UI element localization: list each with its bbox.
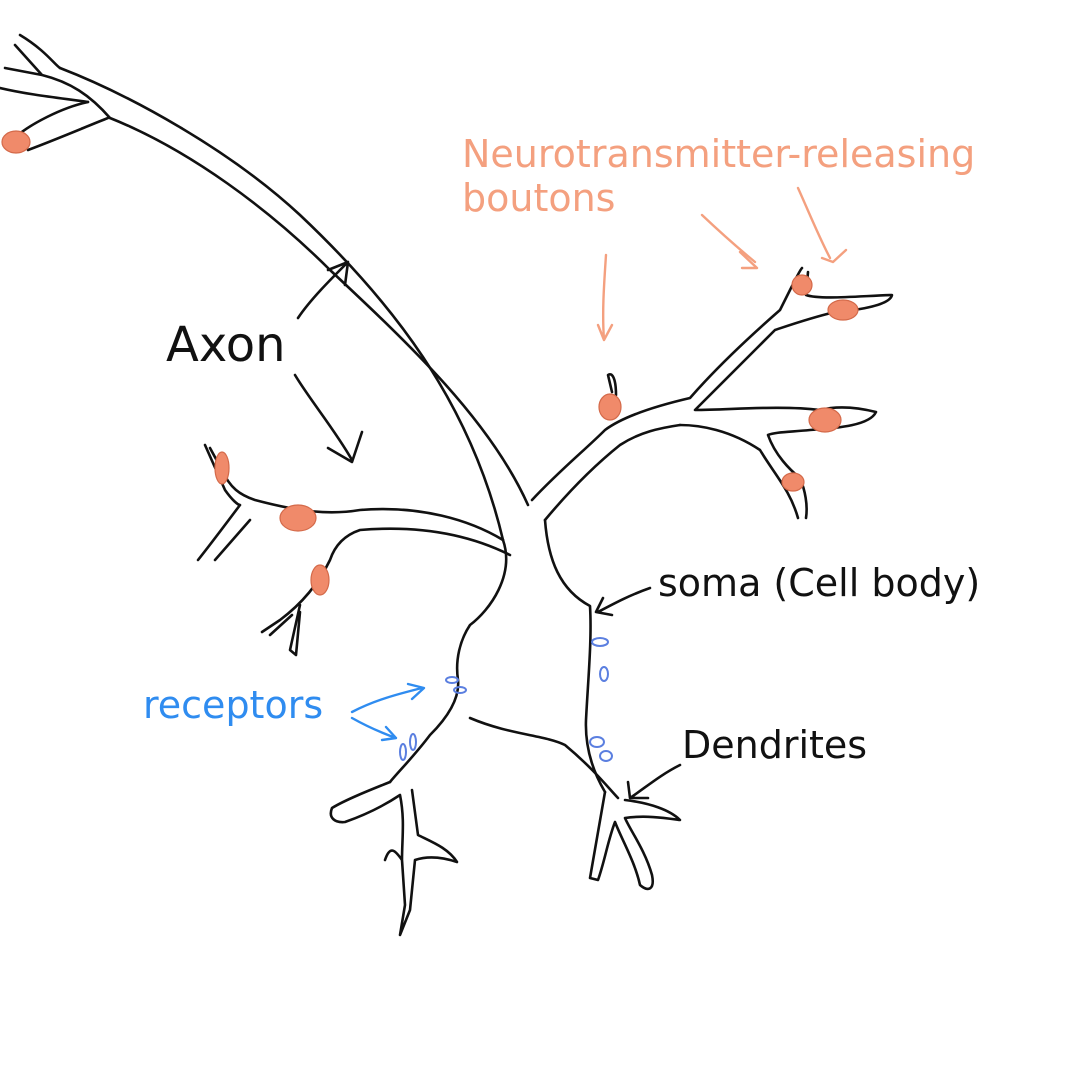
- receptor-mark: [599, 666, 609, 682]
- boutons-label-line2: boutons: [462, 175, 616, 220]
- right-branch: [530, 266, 894, 520]
- bouton-right-middle: [808, 407, 842, 433]
- soma-label: soma (Cell body): [658, 561, 981, 605]
- bouton-left-tip: [214, 451, 230, 485]
- axon-trunk: [58, 66, 505, 542]
- boutons: [1, 130, 859, 596]
- receptors-label: receptors: [143, 683, 324, 727]
- receptor-arrow-upper: [350, 682, 426, 714]
- bouton-left-mid: [279, 504, 317, 532]
- receptor-mark: [399, 743, 407, 761]
- left-collateral: [196, 443, 505, 562]
- bouton-arrow-middle: [700, 213, 759, 270]
- bouton-right-base: [598, 393, 622, 421]
- receptor-arrows: [350, 682, 426, 742]
- bouton-axon-tip: [1, 130, 31, 154]
- receptor-mark: [453, 686, 467, 694]
- bouton-arrows: [596, 186, 848, 342]
- receptor-mark: [589, 736, 605, 748]
- axon-arrow-up: [296, 260, 350, 320]
- soma-arrow: [594, 586, 652, 617]
- right-branch-inner: [543, 373, 682, 522]
- bouton-arrow-right: [796, 186, 848, 264]
- soma-left: [388, 538, 508, 784]
- receptor-mark: [445, 676, 459, 684]
- dendrites-arrow: [626, 763, 682, 800]
- receptor-mark: [409, 733, 417, 751]
- receptor-mark: [599, 750, 613, 762]
- boutons-label: Neurotransmitter-releasing boutons: [462, 132, 976, 220]
- dendrites-label: Dendrites: [682, 723, 868, 767]
- soma-right: [543, 518, 607, 794]
- boutons-label-line1: Neurotransmitter-releasing: [462, 132, 976, 176]
- left-collateral-lower: [213, 518, 512, 657]
- soma-bottom: [468, 716, 620, 800]
- receptors: [399, 637, 613, 762]
- axon-tip-branch: [0, 33, 112, 120]
- bouton-right-top: [791, 274, 813, 296]
- axon-arrows: [293, 260, 364, 464]
- bouton-left-lower: [310, 564, 330, 596]
- bouton-right-lower: [781, 472, 805, 492]
- bouton-right-upper: [827, 299, 859, 321]
- axon-label: Axon: [166, 317, 286, 373]
- left-dendrite: [329, 780, 459, 937]
- bouton-arrow-left: [596, 253, 614, 342]
- right-dendrite: [588, 790, 682, 891]
- receptor-arrow-lower: [350, 716, 398, 742]
- axon-arrow-down: [293, 373, 364, 464]
- neuron-outline: [0, 33, 894, 937]
- receptor-mark: [591, 637, 609, 647]
- axon-tip-branch-lower: [16, 100, 110, 152]
